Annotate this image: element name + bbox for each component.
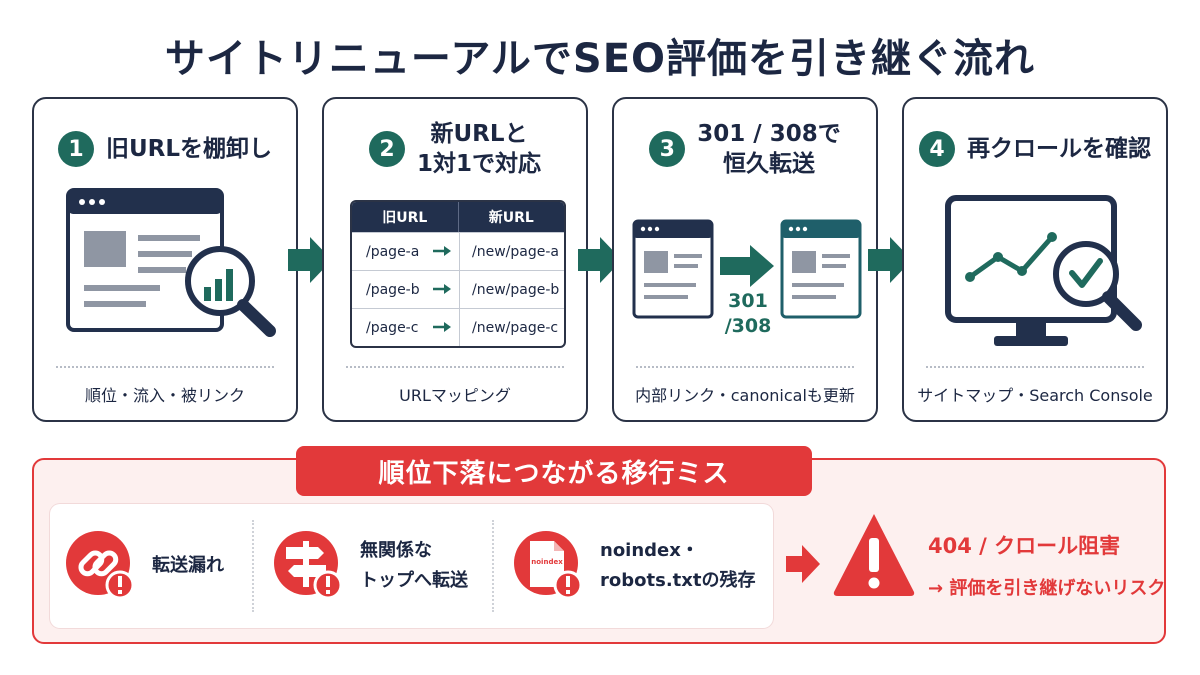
flow-arrow-icon <box>578 237 622 283</box>
step-1-header: 1 旧URLを棚卸し <box>34 117 296 181</box>
warning-icon <box>833 514 915 596</box>
redirect-code-308: /308 <box>724 315 772 337</box>
risk-divider <box>492 520 494 612</box>
mapping-new-url: /new/page-b <box>472 281 560 298</box>
arrow-right-icon <box>433 246 451 256</box>
mapping-header: 旧URL 新URL <box>352 202 564 232</box>
step-4-title: 再クロールを確認 <box>967 136 1151 162</box>
broken-link-icon <box>66 531 135 600</box>
step-4-number: 4 <box>919 131 955 167</box>
step-3-title: 301 / 308で 恒久転送 <box>697 121 841 177</box>
risk-item-label: 無関係な トップへ転送 <box>360 540 468 591</box>
mapping-new-url: /new/page-c <box>472 319 559 336</box>
browser-search-icon <box>66 188 276 337</box>
risk-item-missing-redirect: 転送漏れ <box>64 504 224 628</box>
step-2-header: 2 新URLと 1対1で対応 <box>324 117 586 181</box>
step-2-number: 2 <box>368 131 405 167</box>
url-mapping-table: 旧URL 新URL /page-a /new/page-a /page-b /n… <box>350 200 566 348</box>
risk-divider <box>252 520 254 612</box>
step-1-card: 1 旧URLを棚卸し 順位・流入・被リンク <box>32 97 298 422</box>
mapping-old-url: /page-c <box>366 319 419 336</box>
table-row: /page-a /new/page-a <box>352 232 564 270</box>
step-3-caption: 内部リンク・canonicalも更新 <box>635 386 855 405</box>
step-3-card: 3 301 / 308で 恒久転送 301 /308 内部リンク・canonic… <box>612 97 878 422</box>
table-row: /page-c /new/page-c <box>352 308 564 346</box>
risk-items-box: 転送漏れ 無関係な トップへ転送 noindex noindex・ robots… <box>50 504 773 628</box>
risk-item-wrong-redirect: 無関係な トップへ転送 <box>272 504 468 628</box>
mapping-header-old: 旧URL <box>382 210 428 226</box>
file-badge-text: noindex <box>531 558 563 566</box>
arrow-right-icon <box>433 322 451 332</box>
risk-item-label: noindex・ robots.txtの残存 <box>600 540 756 591</box>
arrow-right-icon <box>433 284 451 294</box>
step-1-divider <box>56 366 274 368</box>
step-3-header: 3 301 / 308で 恒久転送 <box>614 117 876 181</box>
step-3-divider <box>636 366 854 368</box>
step-3-number: 3 <box>649 131 686 167</box>
risk-result-line-1: 404 / クロール阻害 <box>928 534 1121 558</box>
file-icon-wrap: noindex <box>512 529 586 603</box>
monitor-analytics-icon <box>945 195 1142 346</box>
step-1-title: 旧URLを棚卸し <box>105 136 273 162</box>
step-2-card: 2 新URLと 1対1で対応 旧URL 新URL /page-a /new/pa… <box>322 97 588 422</box>
redirect-pages-icon <box>632 219 862 319</box>
signpost-icon <box>274 531 343 600</box>
step-2-caption: URLマッピング <box>399 386 511 405</box>
step-4-divider <box>926 366 1144 368</box>
step-2-title: 新URLと 1対1で対応 <box>416 121 541 177</box>
flow-arrow-icon <box>868 237 912 283</box>
risk-result-line-2: → 評価を引き継げないリスク <box>928 578 1166 599</box>
step-1-caption: 順位・流入・被リンク <box>84 386 245 405</box>
step-4-caption: サイトマップ・Search Console <box>917 386 1153 405</box>
mapping-old-url: /page-b <box>366 281 420 298</box>
risk-banner: 順位下落につながる移行ミス <box>296 446 812 496</box>
step-4-card: 4 再クロールを確認 サイトマップ・Search Console <box>902 97 1168 422</box>
step-4-header: 4 再クロールを確認 <box>904 117 1166 181</box>
mapping-new-url: /new/page-a <box>472 243 559 260</box>
mapping-header-new: 新URL <box>457 202 565 232</box>
risk-item-label: 転送漏れ <box>152 555 224 576</box>
risk-arrow-icon <box>786 545 820 583</box>
step-2-divider <box>346 366 564 368</box>
file-icon <box>514 531 583 600</box>
mapping-old-url: /page-a <box>366 243 420 260</box>
page-title: サイトリニューアルでSEO評価を引き継ぐ流れ <box>164 36 1036 82</box>
redirect-code-301: 301 <box>728 290 768 312</box>
table-row: /page-b /new/page-b <box>352 270 564 308</box>
risk-result: 404 / クロール阻害 → 評価を引き継げないリスク <box>928 530 1165 600</box>
flow-arrow-icon <box>288 237 332 283</box>
step-1-number: 1 <box>57 131 94 167</box>
risk-item-noindex: noindex noindex・ robots.txtの残存 <box>512 504 755 628</box>
